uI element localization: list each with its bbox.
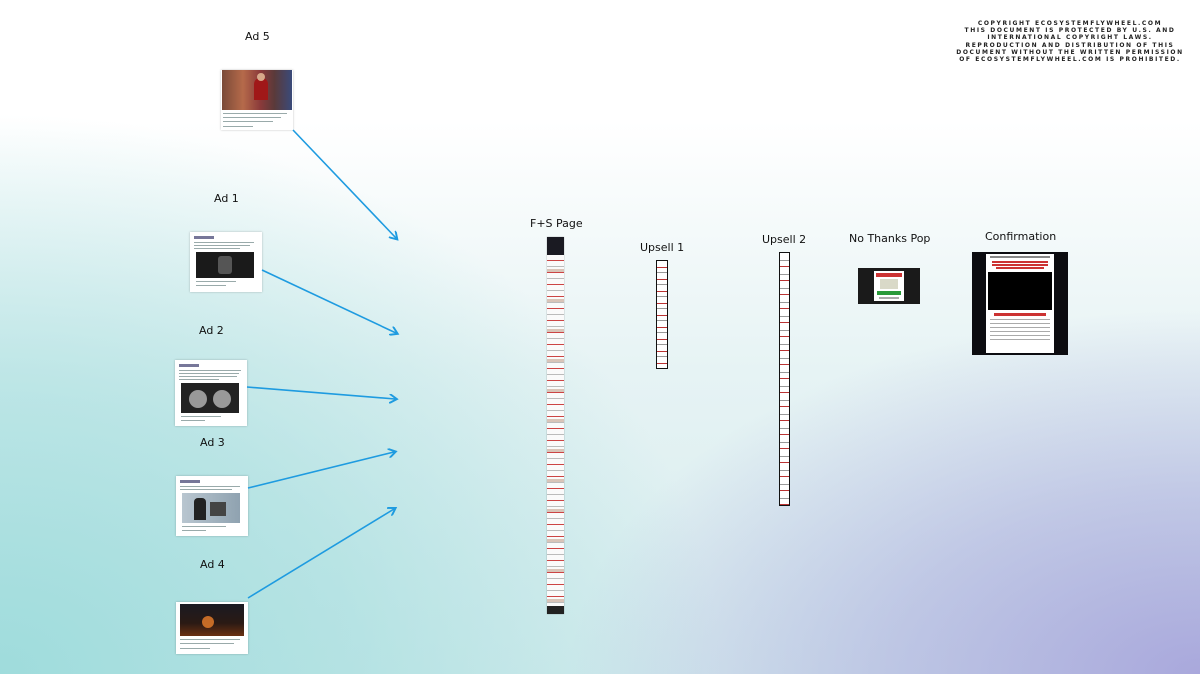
arrow-ad3 [247, 452, 394, 489]
copyright-line: INTERNATIONAL COPYRIGHT LAWS. [987, 34, 1153, 42]
ad-5-label: Ad 5 [245, 30, 270, 43]
arrow-ad2 [246, 386, 395, 399]
ad-4-label: Ad 4 [200, 558, 225, 571]
ad-5-thumbnail[interactable] [221, 70, 293, 130]
upsell-2-label: Upsell 2 [762, 233, 807, 246]
ad-3-label: Ad 3 [200, 436, 225, 449]
copyright-line: OF ECOSYSTEMFLYWHEEL.COM IS PROHIBITED. [959, 56, 1181, 64]
confirmation-label: Confirmation [985, 230, 1057, 243]
upsell-2-screenshot[interactable] [779, 252, 790, 506]
copyright-line: REPRODUCTION AND DISTRIBUTION OF THIS [965, 41, 1175, 49]
arrow-ad5 [292, 129, 396, 238]
fs-page-label: F+S Page [530, 217, 583, 230]
copyright-line: THIS DOCUMENT IS PROTECTED BY U.S. AND [964, 27, 1176, 35]
confirmation-screenshot[interactable] [972, 252, 1068, 355]
copyright-notice: COPYRIGHT ECOSYSTEMFLYWHEEL.COM THIS DOC… [955, 20, 1185, 63]
fs-page-screenshot[interactable] [547, 237, 564, 614]
ad-3-thumbnail[interactable] [176, 476, 248, 536]
no-thanks-pop-label: No Thanks Pop [849, 232, 931, 245]
arrow-ad1 [261, 269, 396, 333]
upsell-1-label: Upsell 1 [640, 241, 685, 254]
arrow-ad4 [247, 509, 394, 599]
ad-2-label: Ad 2 [199, 324, 224, 337]
ad-1-label: Ad 1 [214, 192, 239, 205]
ad-4-thumbnail[interactable] [176, 602, 248, 654]
copyright-line: DOCUMENT WITHOUT THE WRITTEN PERMISSION [956, 48, 1184, 56]
ad-1-thumbnail[interactable] [190, 232, 262, 292]
ad-2-thumbnail[interactable] [175, 360, 247, 426]
upsell-1-screenshot[interactable] [656, 260, 668, 369]
no-thanks-pop-screenshot[interactable] [858, 268, 920, 304]
copyright-line: COPYRIGHT ECOSYSTEMFLYWHEEL.COM [977, 20, 1163, 27]
